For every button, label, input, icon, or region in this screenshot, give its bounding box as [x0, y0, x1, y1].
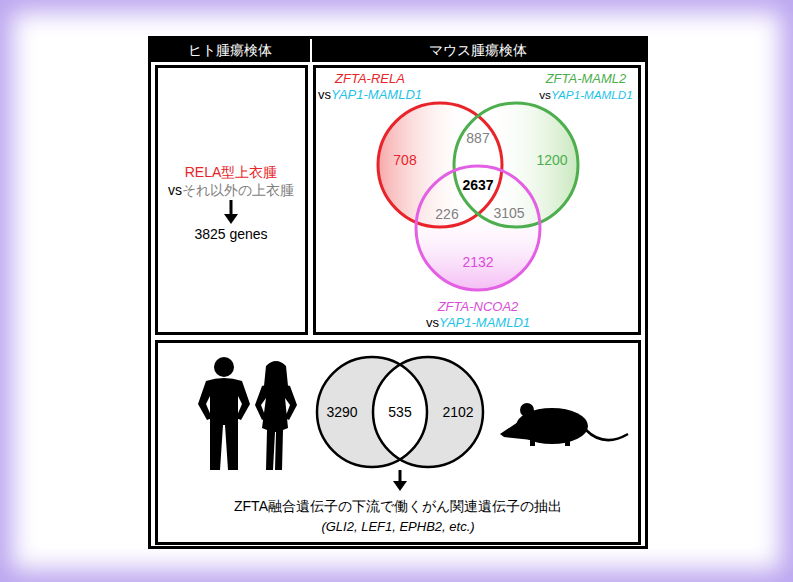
text-line: 2102: [442, 403, 473, 421]
text-line: マウス腫瘍検体: [429, 41, 527, 59]
label-text: vs: [168, 182, 182, 198]
down-arrow: [399, 470, 402, 482]
mouse-silhouette: [500, 403, 628, 446]
label-text: 2132: [462, 254, 493, 270]
label-text: 535: [388, 404, 411, 420]
label-text: 2637: [462, 177, 493, 193]
text-line: RELA型上衣腫: [185, 163, 278, 181]
text-line: vsそれ以外の上衣腫: [168, 181, 294, 199]
panel-box: 3290 535 2102ZFTA融合遺伝子の下流で働くがん関連遺伝子の抽出 (GLI…: [155, 340, 641, 545]
text-line: 3290: [326, 403, 357, 421]
header-band: マウス腫瘍検体: [312, 39, 645, 62]
label-text: ZFTA-MAML2: [546, 71, 627, 86]
text-line: 1200: [536, 151, 567, 169]
label-text: vs: [318, 87, 331, 102]
text-line: 535: [388, 403, 411, 421]
panel-box: ZFTA-RELAvsYAP1-MAMLD1ZFTA-MAML2vsYAP1-M…: [313, 65, 641, 335]
label-text: RELA型上衣腫: [185, 164, 278, 180]
label-text: (GLI2, LEF1, EPHB2, etc.): [321, 519, 474, 534]
text-line: ZFTA-MAML2: [546, 69, 627, 87]
label-text: vs: [426, 315, 439, 330]
down-arrow: [230, 200, 233, 215]
arrow-head: [224, 214, 238, 224]
label-text: 3825 genes: [194, 226, 267, 242]
text-line: vsYAP1-MAMLD1: [318, 85, 422, 103]
text-line: ZFTA融合遺伝子の下流で働くがん関連遺伝子の抽出: [234, 497, 562, 515]
label-text: それ以外の上衣腫: [182, 182, 294, 198]
label-text: ZFTA-NCOA2: [438, 299, 519, 314]
label-text: YAP1-MAMLD1: [331, 87, 422, 102]
text-line: 226: [435, 205, 458, 223]
label-text: 887: [466, 130, 489, 146]
label-text: YAP1-MAMLD1: [439, 315, 530, 330]
label-text: 1200: [536, 152, 567, 168]
label-text: 708: [393, 152, 416, 168]
venn-circle: [373, 357, 483, 467]
text-line: ヒト腫瘍検体: [188, 41, 272, 59]
text-line: 3105: [493, 204, 524, 222]
text-line: vsYAP1-MAMLD1: [426, 313, 530, 331]
label-text: ZFTA融合遺伝子の下流で働くがん関連遺伝子の抽出: [234, 498, 562, 514]
text-line: 2132: [462, 253, 493, 271]
text-line: ZFTA-NCOA2: [438, 297, 519, 315]
label-text: vs: [539, 88, 551, 101]
label-text: 2102: [442, 404, 473, 420]
label-text: 3105: [493, 205, 524, 221]
text-line: 708: [393, 151, 416, 169]
label-text: 226: [435, 206, 458, 222]
text-line: vsYAP1-MAMLD1: [539, 85, 633, 103]
venn-circle: [416, 166, 540, 290]
header-band: ヒト腫瘍検体: [151, 39, 310, 62]
text-line: 2637: [462, 176, 493, 194]
human-silhouette: [198, 357, 250, 470]
human-silhouette: [255, 361, 297, 470]
text-line: (GLI2, LEF1, EPHB2, etc.): [321, 517, 474, 535]
arrow-head: [393, 481, 407, 491]
label-text: YAP1-MAMLD1: [551, 88, 633, 101]
text-line: 3825 genes: [194, 225, 267, 243]
label-text: ZFTA-RELA: [335, 71, 405, 86]
outer-frame: [148, 36, 648, 549]
label-text: ヒト腫瘍検体: [188, 42, 272, 58]
label-text: 3290: [326, 404, 357, 420]
panel-box: RELA型上衣腫vsそれ以外の上衣腫 3825 genes: [155, 65, 308, 335]
label-text: マウス腫瘍検体: [429, 42, 527, 58]
text-line: 887: [466, 129, 489, 147]
text-line: ZFTA-RELA: [335, 69, 405, 87]
